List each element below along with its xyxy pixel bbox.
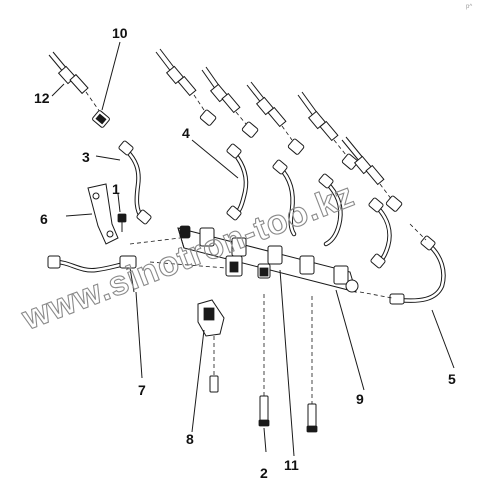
callout-8: 8 (186, 431, 194, 447)
injector-nozzle-5 (297, 91, 359, 170)
callout-9: 9 (356, 391, 364, 407)
bolt-1 (117, 213, 127, 232)
bracket-6 (87, 183, 119, 245)
fuel-pipe-cyl4 (318, 173, 343, 247)
fuel-pipe-cyl3 (272, 159, 297, 237)
callout-1: 1 (112, 181, 120, 197)
nozzle-nut-10 (92, 110, 110, 128)
callout-4: 4 (182, 125, 190, 141)
fuel-pipe-4 (226, 143, 249, 221)
common-rail-9 (129, 225, 393, 299)
injector-nozzle-6 (341, 136, 403, 212)
fuel-pipe-5 (389, 223, 446, 305)
bolt-11 (306, 296, 318, 433)
callout-11: 11 (284, 457, 299, 473)
injector-nozzle-12 (48, 51, 101, 113)
fuel-pipe-3 (118, 140, 152, 225)
callout-10: 10 (112, 25, 128, 41)
injector-nozzle-4 (246, 81, 305, 155)
callout-3: 3 (82, 149, 90, 165)
leader-lines (51, 41, 455, 457)
clamp-8 (197, 299, 225, 393)
callout-2: 2 (260, 465, 268, 481)
callout-12: 12 (34, 90, 50, 106)
bolt-2 (258, 294, 270, 427)
fuel-pipe-cyl5 (368, 197, 392, 269)
callout-7: 7 (138, 382, 146, 398)
callout-5: 5 (448, 371, 456, 387)
corner-mark: p^ (466, 4, 472, 10)
return-line-7 (47, 255, 137, 293)
injector-nozzle-2 (155, 48, 217, 126)
callout-6: 6 (40, 211, 48, 227)
injector-nozzle-3 (201, 66, 259, 138)
